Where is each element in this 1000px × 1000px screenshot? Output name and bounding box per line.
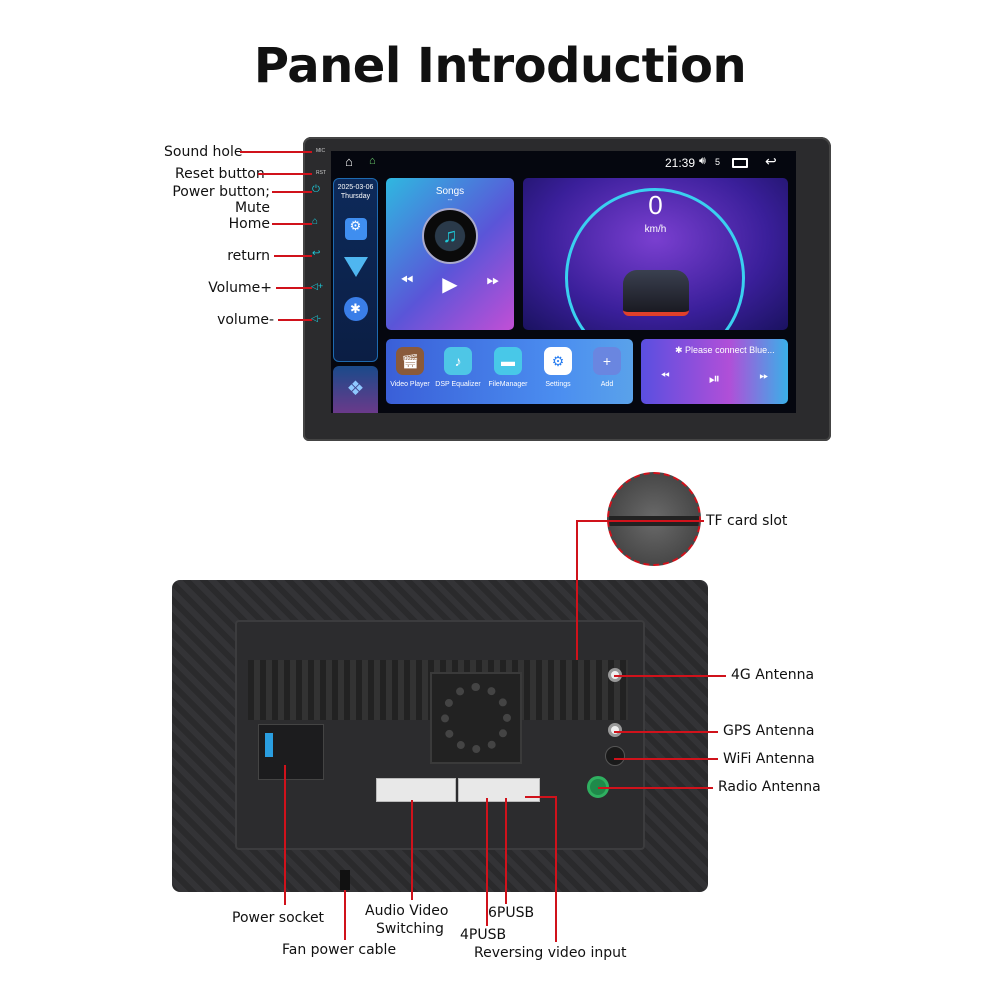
label-power-socket: Power socket [232,910,325,926]
home-outline-icon[interactable]: ⌂ [345,154,353,169]
label-sound-hole: Sound hole [164,144,243,160]
return-key-icon[interactable]: ↩ [312,248,321,259]
label-volume-up: Volume+ [208,280,272,296]
rst-mark: RST [316,170,326,176]
app-settings[interactable]: ⚙Settings [534,347,582,388]
songs-title: Songs [435,186,465,197]
label-4g-antenna: 4G Antenna [731,667,815,683]
equalizer-icon: ♪ [444,347,472,375]
label-mute: Mute [234,200,270,216]
app-file-manager[interactable]: ▬FileManager [484,347,532,388]
cooling-fan [430,672,522,764]
clapper-icon: 🎬︎ [396,347,424,375]
power-socket [258,724,324,780]
sidebar: 2025-03-06 Thursday ⚙ ✱ [333,178,378,362]
settings-cube-icon[interactable]: ⚙ [344,218,367,240]
folder-icon: ▬ [494,347,522,375]
home-key-icon[interactable]: ⌂ [312,216,319,227]
speedometer-widget[interactable]: 0 km/h [523,178,788,330]
bluetooth-text: Please connect Blue... [685,345,775,355]
status-time: 21:39 [665,156,696,170]
app-video-player[interactable]: 🎬︎Video Player [386,347,434,388]
volume-up-icon[interactable]: ◁+ [311,281,324,291]
label-fan-power-cable: Fan power cable [282,942,397,958]
label-6pusb: 6PUSB [488,905,535,921]
music-note-icon: ♫ [422,208,478,264]
navigation-gem-icon[interactable] [343,257,368,277]
gps-antenna-port [608,723,622,737]
plus-icon: + [593,347,621,375]
next-icon[interactable]: ⏩︎ [486,272,500,289]
label-gps-antenna: GPS Antenna [723,723,815,739]
usb-connectors [458,778,540,802]
label-power-button: Power button; [172,184,270,200]
label-wifi-antenna: WiFi Antenna [723,751,815,767]
date: 2025-03-06 [337,184,374,191]
mic-mark: MIC [316,148,326,154]
bt-play-pause-icon[interactable]: ⏯︎ [708,370,721,386]
speed-unit: km/h [644,224,667,235]
volume-down-icon[interactable]: ◁- [311,313,321,323]
bluetooth-icon: ✱ [675,345,686,355]
tf-card-zoom [607,472,701,566]
house-icon: ⌂ [369,155,376,167]
label-tf-card-slot: TF card slot [706,513,788,529]
touch-screen[interactable]: ⌂ ⌂ 21:39 🔊︎ 5 ↩ 2025-03-06 Thursday ⚙ ✱… [331,151,796,413]
car-image [623,270,689,316]
day: Thursday [340,193,371,200]
page-title: Panel Introduction [253,38,747,94]
power-icon[interactable]: ⏻ [312,184,320,195]
gear-icon: ⚙ [544,347,572,375]
volume-level: 5 [715,157,721,167]
recent-apps-icon[interactable] [732,158,748,168]
label-return: return [227,248,270,264]
label-home: Home [228,216,270,232]
previous-icon[interactable]: ⏪︎ [400,272,414,289]
av-connector [376,778,456,802]
app-dsp-equalizer[interactable]: ♪DSP Equalizer [434,347,482,388]
label-4pusb: 4PUSB [460,927,507,943]
songs-subtitle: -- [447,197,453,204]
speed-value: 0 [648,190,663,220]
bt-next-icon[interactable]: ⏩︎ [759,370,769,382]
label-switching: Switching [376,921,444,937]
label-audio-video: Audio Video [365,903,449,919]
label-radio-antenna: Radio Antenna [718,779,821,795]
app-shortcuts: 🎬︎Video Player ♪DSP Equalizer ▬FileManag… [386,339,633,404]
bt-previous-icon[interactable]: ⏪︎ [660,370,670,382]
label-volume-down: volume- [217,312,274,328]
play-icon[interactable]: ▶ [442,274,458,296]
bluetooth-app-icon[interactable]: ✱ [343,297,368,321]
volume-icon[interactable]: 🔊︎ [699,155,706,167]
bluetooth-widget[interactable]: ✱ Please connect Blue... ⏪︎ ⏯︎ ⏩︎ [641,339,788,404]
label-reversing-video-input: Reversing video input [474,945,627,961]
label-reset-button: Reset button [175,166,265,182]
back-icon[interactable]: ↩ [765,153,777,169]
app-drawer-icon[interactable]: ❖ [333,366,378,413]
music-widget[interactable]: Songs -- ♫ ⏪︎ ▶ ⏩︎ [386,178,514,330]
fan-cable-plug [340,870,350,890]
wifi-antenna-port [605,746,625,766]
app-add[interactable]: +Add [583,347,631,388]
